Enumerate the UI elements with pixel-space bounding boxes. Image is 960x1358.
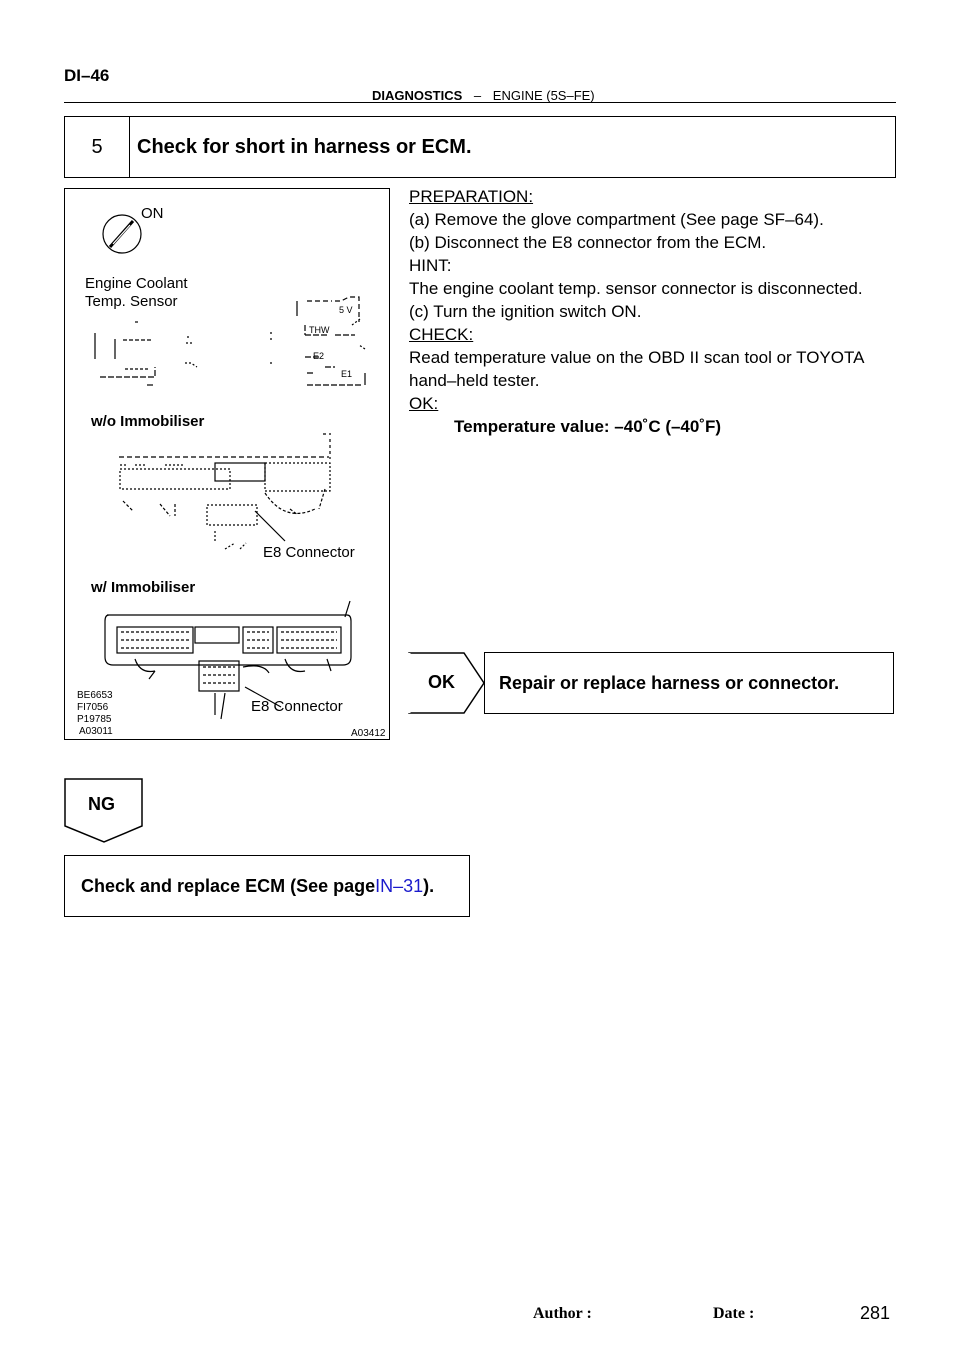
section-header: DIAGNOSTICS – ENGINE (5S–FE) (372, 88, 595, 103)
ok-heading: OK: (409, 394, 439, 413)
without-immobiliser-label: w/o Immobiliser (91, 413, 205, 430)
ng-action-box: Check and replace ECM (See page IN–31 ). (64, 855, 470, 917)
step-title: Check for short in harness or ECM. (137, 135, 472, 158)
terminal-e2-label: E2 (313, 351, 325, 361)
page-number: 281 (860, 1303, 891, 1323)
preparation-step-c: (c) Turn the ignition switch ON. (409, 302, 642, 321)
ok-action-box: Repair or replace harness or connector. (484, 652, 894, 714)
section-separator: – (473, 88, 482, 103)
ok-arrow-tag (408, 652, 485, 714)
with-immobiliser-label: w/ Immobiliser (91, 579, 196, 596)
date-label: Date : (713, 1305, 755, 1322)
figure-code-3: P19785 (77, 714, 112, 725)
ecm-without-immobiliser-drawing (119, 433, 331, 550)
step-box: 5 Check for short in harness or ECM. (64, 116, 896, 178)
preparation-step-b: (b) Disconnect the E8 connector from the… (409, 233, 767, 252)
sensor-label-line-1: Engine Coolant (85, 275, 188, 292)
page-id: DI–46 (64, 66, 110, 85)
ng-action-prefix: Check and replace ECM (See page (81, 875, 376, 896)
header-rule (64, 102, 896, 103)
terminal-5v-label: 5 V (339, 305, 353, 315)
sensor-label-line-2: Temp. Sensor (85, 293, 178, 310)
author-label: Author : (533, 1305, 592, 1322)
e8-connector-label-2: E8 Connector (251, 698, 343, 715)
ng-action-suffix: ). (423, 875, 435, 896)
hint-heading: HINT: (409, 256, 452, 275)
ignition-on-label: ON (141, 205, 164, 222)
step-number: 5 (65, 117, 130, 177)
preparation-heading: PREPARATION: (409, 187, 534, 206)
hint-text: The engine coolant temp. sensor connecto… (409, 279, 863, 298)
preparation-step-a: (a) Remove the glove compartment (See pa… (409, 210, 824, 229)
figure-code-4: A03011 (79, 726, 113, 737)
check-line-1: Read temperature value on the OBD II sca… (409, 348, 865, 367)
wiring-figure: ON Engine Coolant Temp. Sensor 5 V THW E… (64, 188, 390, 740)
ng-tag-label: NG (88, 794, 115, 814)
terminal-thw-label: THW (309, 325, 330, 335)
figure-code-main: A03412 (351, 728, 386, 739)
figure-drawing (94, 214, 366, 720)
terminal-e1-label: E1 (341, 369, 353, 379)
subsection-title: ENGINE (5S–FE) (492, 88, 595, 103)
section-title: DIAGNOSTICS (372, 88, 463, 103)
sensor-connector-drawing (94, 296, 366, 386)
ok-tag-label: OK (428, 672, 455, 692)
ignition-key-icon (102, 214, 142, 254)
ok-value: Temperature value: –40˚C (–40˚F) (454, 417, 722, 436)
figure-code-2: FI7056 (77, 702, 109, 713)
page-reference-link[interactable]: IN–31 (375, 875, 424, 896)
check-heading: CHECK: (409, 325, 474, 344)
check-line-2: hand–held tester. (409, 371, 540, 390)
figure-code-1: BE6653 (77, 690, 113, 701)
ng-arrow-tag (64, 778, 143, 843)
e8-connector-label-1: E8 Connector (263, 544, 355, 561)
ecm-with-immobiliser-drawing (104, 600, 352, 720)
